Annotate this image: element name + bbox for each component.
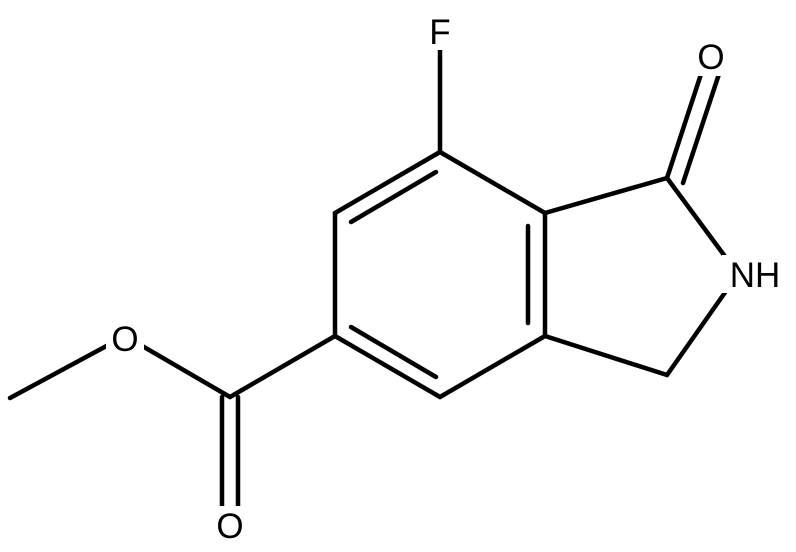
bond-c7a-c1 [542,175,670,216]
bonds [7,45,741,521]
ketone-oxygen-label: O [697,38,724,77]
amide-nitrogen-label: NH [730,256,781,295]
bond-c7-c7a [437,149,548,216]
bond-c6-c7 [332,149,443,216]
bond-c3a-c4 [437,333,548,400]
bond-c5-ccarbonyl [227,333,338,400]
bond-c1-o-a [664,65,706,181]
bond-c1-o-b [680,71,722,186]
fluorine-label: F [429,13,450,52]
ester-carbonyl-oxygen-label: O [216,507,243,546]
bond-c4-c5 [332,333,443,400]
bond-c3-c3a [542,333,670,378]
bond-c4-c5-inner [348,324,439,380]
bond-c6-c7-inner [348,169,439,225]
ester-ether-oxygen-label: O [111,320,138,359]
atom-labels: F O NH O O [106,12,790,546]
bond-oether-ch3 [7,333,128,401]
